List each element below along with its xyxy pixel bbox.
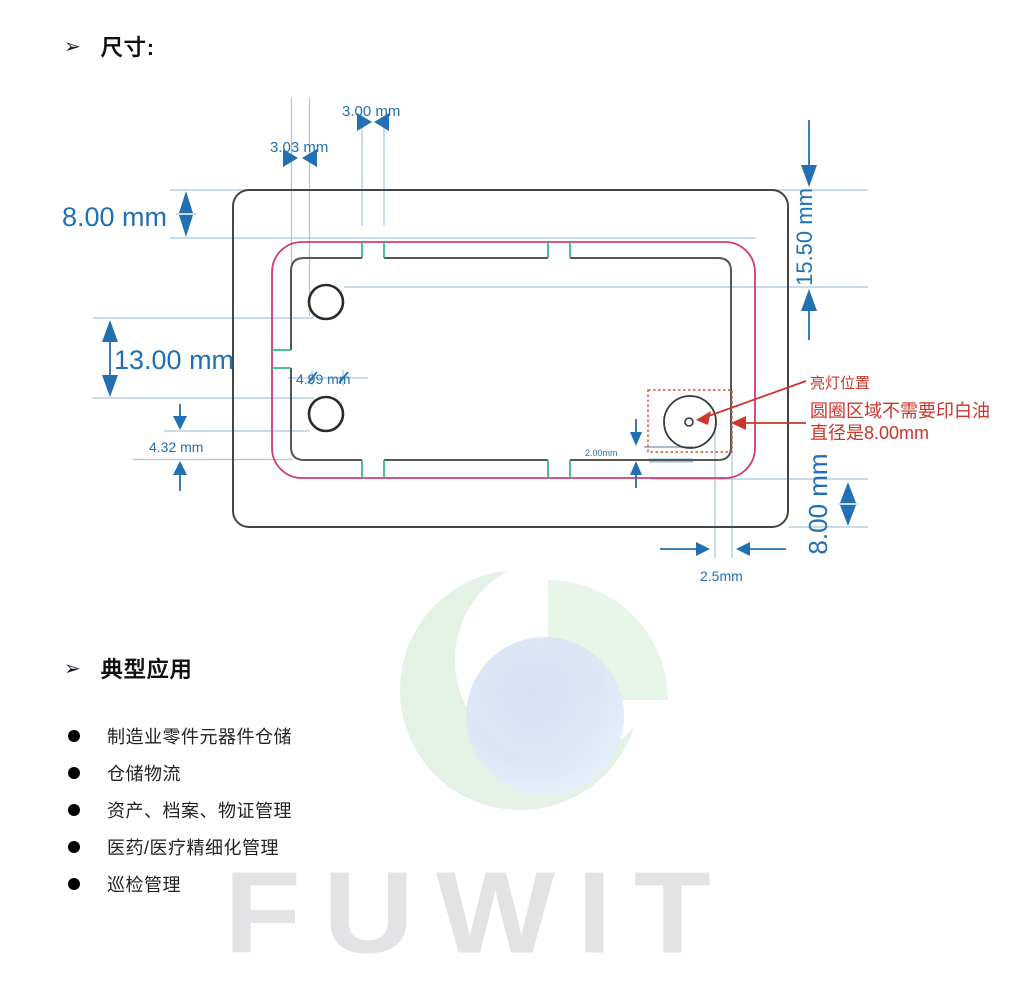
bullet-icon	[68, 841, 80, 853]
list-item-label: 仓储物流	[107, 764, 181, 784]
dimension-arrows	[102, 113, 856, 556]
arrow-bullet-icon: ➢	[64, 657, 81, 680]
led-position-label: 亮灯位置	[810, 375, 870, 392]
dim-label-led-gap: 2.00mm	[585, 448, 618, 458]
dim-label-led-offset: 2.5mm	[700, 568, 743, 584]
dim-label-hole-width: 4.99 mm	[296, 371, 350, 387]
bullet-icon	[68, 767, 80, 779]
no-white-oil-zone	[647, 389, 733, 453]
list-item: 制造业零件元器件仓储	[68, 724, 292, 748]
list-item-label: 制造业零件元器件仓储	[107, 727, 292, 747]
red-annotations: 亮灯位置 圆圈区域不需要印白油 直径是8.00mm	[696, 375, 990, 443]
led-circle	[663, 395, 717, 449]
section-heading-applications: ➢ 典型应用	[64, 652, 193, 684]
bullet-icon	[68, 730, 80, 742]
white-oil-note-line1: 圆圈区域不需要印白油	[810, 401, 990, 421]
dim-label-top-notch: 3.00 mm	[342, 103, 400, 120]
bullet-icon	[68, 878, 80, 890]
list-item: 资产、档案、物证管理	[68, 798, 292, 822]
watermark-logo	[400, 558, 668, 810]
dimensions-title: 尺寸:	[100, 35, 156, 60]
dim-label-hole-spacing: 13.00 mm	[114, 345, 234, 375]
bullet-icon	[68, 804, 80, 816]
dimension-arrow-shafts	[109, 120, 810, 550]
led-center-dot	[684, 417, 694, 427]
dim-label-hole-offset: 3.03 mm	[270, 139, 328, 156]
mount-hole-top	[307, 283, 345, 321]
inner-outline-notched	[290, 257, 732, 461]
list-item: 医药/医疗精细化管理	[68, 835, 292, 859]
list-item: 巡检管理	[68, 872, 292, 896]
arrow-bullet-icon: ➢	[64, 35, 81, 58]
white-oil-note-line2: 直径是8.00mm	[810, 423, 929, 443]
dim-label-bottom-offset: 4.32 mm	[149, 439, 203, 455]
watermark-brand-text: FUWIT	[224, 847, 733, 978]
extension-lines	[92, 98, 868, 558]
tag-outer-outline	[232, 189, 789, 528]
list-item: 仓储物流	[68, 761, 292, 785]
applications-title: 典型应用	[100, 657, 193, 682]
section-heading-dimensions: ➢ 尺寸:	[64, 30, 155, 62]
list-item-label: 医药/医疗精细化管理	[107, 838, 280, 858]
dim-label-top-margin: 8.00 mm	[62, 202, 167, 232]
dim-label-right-height: 15.50 mm	[792, 188, 817, 286]
antenna-outline-pink	[271, 241, 756, 479]
mount-hole-bottom	[307, 395, 345, 433]
dim-label-bottom-margin: 8.00 mm	[803, 453, 833, 554]
applications-list: 制造业零件元器件仓储 仓储物流 资产、档案、物证管理 医药/医疗精细化管理 巡检…	[68, 724, 292, 896]
list-item-label: 资产、档案、物证管理	[107, 801, 292, 821]
list-item-label: 巡检管理	[107, 875, 181, 895]
notch-marks-green	[272, 242, 571, 478]
